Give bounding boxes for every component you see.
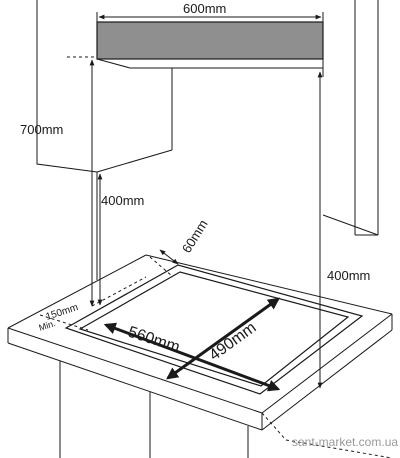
height-right-label: 400mm: [327, 268, 370, 283]
cutout-depth-label: 490mm: [206, 319, 259, 364]
hood-shadow: [96, 58, 324, 77]
right-cabinet: [322, 0, 379, 236]
hood-width-dimension: [96, 12, 324, 34]
wall-cabinet: [36, 0, 173, 280]
cutout-depth-arrow: [166, 297, 280, 380]
edge-reference-lines: [39, 256, 393, 458]
height-cabinet-label: 400mm: [101, 193, 144, 208]
height-upper-label: 700mm: [20, 122, 63, 137]
min-note-label: Min.: [38, 318, 57, 333]
hood-width-label: 600mm: [183, 1, 226, 16]
base-cabinet: [59, 234, 378, 458]
watermark: sant-market.com.ua: [292, 435, 398, 449]
clearance-back-dimension: [159, 249, 179, 265]
hob-cutout: [64, 264, 364, 395]
clearance-back-label: 60mm: [179, 217, 211, 256]
extractor-hood: [96, 21, 324, 60]
